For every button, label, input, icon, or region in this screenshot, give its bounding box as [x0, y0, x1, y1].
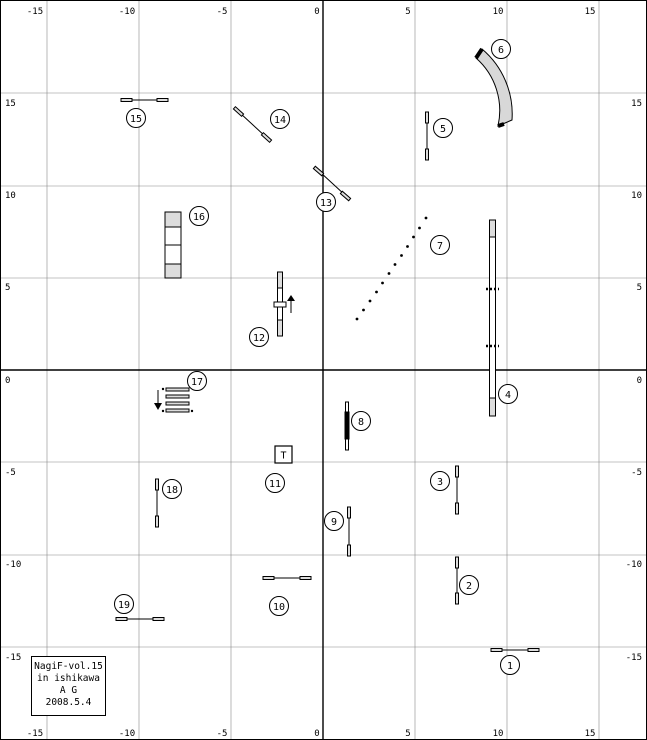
- tick-label: -5: [5, 468, 16, 478]
- svg-text:5: 5: [440, 124, 446, 135]
- info-title: NagiF-vol.15: [34, 661, 103, 672]
- number-badge-4: 4: [498, 384, 518, 404]
- tick-label: 0: [637, 376, 642, 386]
- svg-text:16: 16: [193, 212, 205, 223]
- number-badge-1: 1: [500, 655, 520, 675]
- obstacle-2-jump: [455, 556, 459, 605]
- number-badge-7: 7: [430, 235, 450, 255]
- svg-text:15: 15: [130, 114, 142, 125]
- number-badge-2: 2: [459, 575, 479, 595]
- obstacle-14-jump: [232, 105, 273, 144]
- svg-text:19: 19: [118, 600, 130, 611]
- tick-label: 5: [5, 283, 10, 293]
- number-badge-12: 12: [249, 327, 269, 347]
- number-badge-8: 8: [351, 411, 371, 431]
- number-badge-10: 10: [269, 596, 289, 616]
- obstacle-9-jump: [347, 506, 351, 557]
- tick-label: 5: [637, 283, 642, 293]
- tick-label: 0: [314, 7, 319, 17]
- obstacle-12-seesaw: [273, 271, 295, 337]
- tick-label: 5: [405, 7, 410, 17]
- obstacle-17-longjump: [154, 387, 194, 413]
- obstacle-16-aframe: [164, 211, 182, 279]
- number-badge-11: 11: [265, 473, 285, 493]
- tick-label: -5: [631, 468, 642, 478]
- tick-label: -10: [119, 729, 135, 739]
- number-badge-5: 5: [433, 118, 453, 138]
- number-badge-15: 15: [126, 108, 146, 128]
- tick-label: 10: [493, 729, 504, 739]
- right-axis-labels: 15 10 5 0 -5 -10 -15: [626, 99, 642, 663]
- svg-text:9: 9: [331, 517, 337, 528]
- svg-text:14: 14: [274, 115, 286, 126]
- obstacle-3-jump: [455, 465, 459, 515]
- svg-text:7: 7: [437, 241, 443, 252]
- tick-label: 10: [5, 191, 16, 201]
- obstacle-11-table: T: [274, 445, 293, 464]
- tick-label: -15: [27, 7, 43, 17]
- obstacle-1-jump: [490, 648, 540, 652]
- svg-text:12: 12: [253, 333, 265, 344]
- tick-label: 15: [631, 99, 642, 109]
- top-axis-labels: -15 -10 -5 0 5 10 15: [27, 7, 596, 17]
- obstacle-10-jump: [262, 576, 312, 580]
- number-badge-13: 13: [316, 192, 336, 212]
- svg-text:2: 2: [466, 581, 472, 592]
- tick-label: -15: [27, 729, 43, 739]
- tick-label: 5: [405, 729, 410, 739]
- svg-text:4: 4: [505, 390, 511, 401]
- left-axis-labels: 15 10 5 0 -5 -10 -15: [5, 99, 21, 663]
- obstacle-18-jump: [155, 478, 159, 528]
- obstacle-19-jump: [115, 617, 165, 621]
- obstacle-13-jump: [312, 165, 352, 202]
- tick-label: -10: [5, 560, 21, 570]
- info-class: A G: [59, 685, 78, 696]
- tick-label: 15: [5, 99, 16, 109]
- tick-label: -10: [119, 7, 135, 17]
- tick-label: 10: [631, 191, 642, 201]
- obstacle-7-weave: [355, 216, 428, 321]
- info-date: 2008.5.4: [45, 697, 92, 708]
- tick-label: 15: [585, 729, 596, 739]
- number-badge-3: 3: [430, 471, 450, 491]
- svg-text:11: 11: [269, 479, 281, 490]
- tick-label: -10: [626, 560, 642, 570]
- svg-text:6: 6: [498, 45, 504, 56]
- obstacle-4-dogwalk: [486, 219, 499, 417]
- number-badge-18: 18: [162, 479, 182, 499]
- bottom-axis-labels: -15 -10 -5 0 5 10 15: [27, 729, 596, 739]
- svg-text:8: 8: [358, 417, 364, 428]
- svg-text:18: 18: [166, 485, 178, 496]
- tick-label: -5: [217, 729, 228, 739]
- obstacle-15-jump: [120, 98, 169, 102]
- obstacle-6-tunnel: [474, 47, 513, 128]
- number-badge-9: 9: [324, 511, 344, 531]
- number-badge-17: 17: [187, 371, 207, 391]
- svg-text:10: 10: [273, 602, 285, 613]
- svg-text:17: 17: [191, 377, 203, 388]
- svg-text:3: 3: [437, 477, 443, 488]
- tick-label: -15: [626, 653, 642, 663]
- svg-text:1: 1: [507, 661, 513, 672]
- info-location: in ishikawa: [37, 673, 100, 684]
- number-badge-19: 19: [114, 594, 134, 614]
- tick-label: 10: [493, 7, 504, 17]
- svg-text:13: 13: [320, 198, 332, 209]
- obstacle-numbers: 1 2 3 4 5 6 7 8 9 10 11 12 13 14 15 16 1…: [114, 39, 520, 675]
- table-label: T: [280, 451, 286, 462]
- number-badge-6: 6: [491, 39, 511, 59]
- tick-label: 0: [314, 729, 319, 739]
- tick-label: -15: [5, 653, 21, 663]
- obstacle-8-jump: [344, 401, 350, 451]
- tick-label: -5: [217, 7, 228, 17]
- number-badge-14: 14: [270, 109, 290, 129]
- tick-label: 0: [5, 376, 10, 386]
- number-badge-16: 16: [189, 206, 209, 226]
- tick-label: 15: [585, 7, 596, 17]
- obstacle-5-jump: [425, 111, 429, 161]
- course-info-box: NagiF-vol.15 in ishikawa A G 2008.5.4: [31, 656, 106, 716]
